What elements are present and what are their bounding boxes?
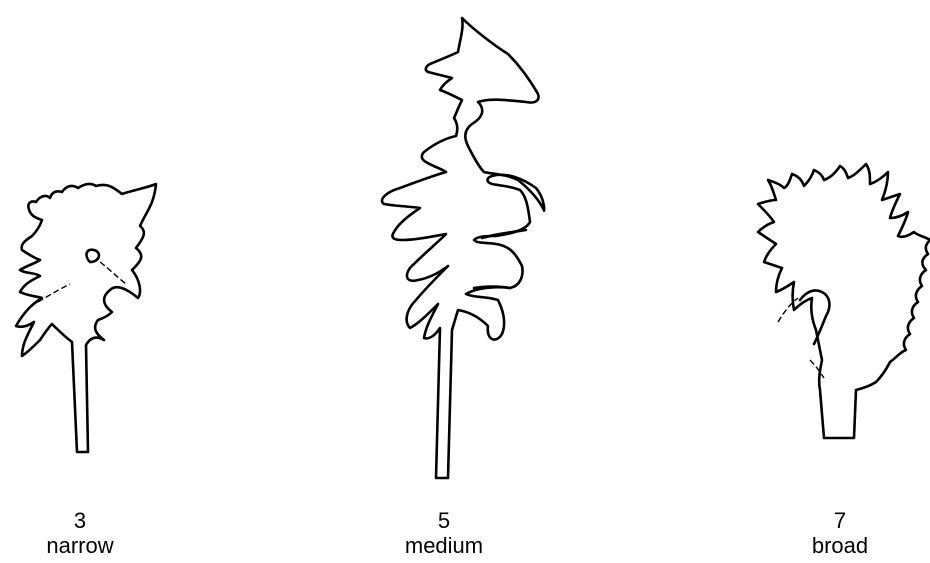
medium-leaf-drawing (360, 0, 560, 500)
narrow-label: narrow (0, 533, 160, 558)
leaf-panel-narrow: 3 narrow (0, 0, 200, 563)
broad-leaf-drawing (730, 0, 930, 500)
narrow-leaf-drawing (0, 0, 200, 500)
medium-number: 5 (364, 508, 524, 533)
leaf-panel-broad: 7 broad (730, 0, 930, 563)
narrow-caption: 3 narrow (0, 508, 160, 558)
narrow-number: 3 (0, 508, 160, 533)
broad-label: broad (760, 533, 920, 558)
broad-number: 7 (760, 508, 920, 533)
medium-caption: 5 medium (364, 508, 524, 558)
leaf-panel-medium: 5 medium (360, 0, 560, 563)
broad-caption: 7 broad (760, 508, 920, 558)
medium-label: medium (364, 533, 524, 558)
